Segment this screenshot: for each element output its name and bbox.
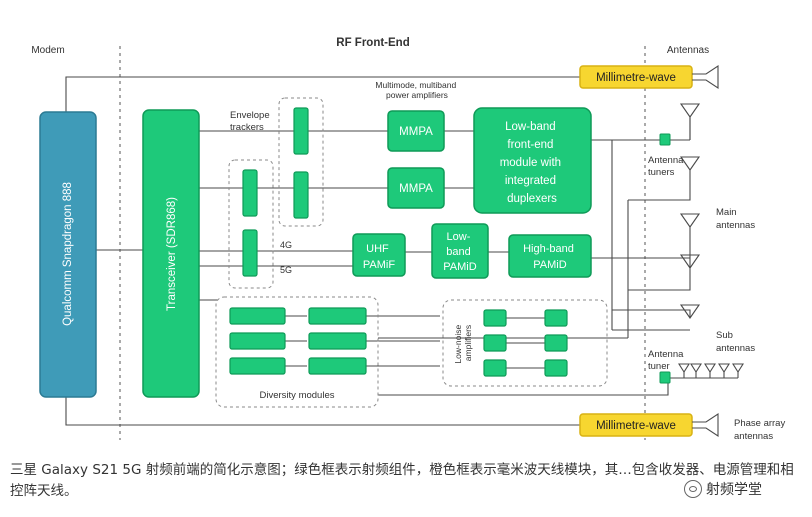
diversity-module-group: [215, 296, 379, 408]
antenna-array-icon-2: [690, 363, 702, 374]
uhf-pamif: [352, 233, 406, 277]
antenna-icons: [678, 103, 744, 374]
horn-antenna-top-icon: [692, 64, 719, 90]
mmpa-top-label: MMPA: [399, 126, 433, 138]
mmpa-top: [387, 110, 445, 152]
watermark: 射频学堂: [684, 478, 802, 500]
modem-chip: [39, 111, 97, 398]
watermark-text: 射频学堂: [706, 482, 762, 498]
main-antennas-label: Main antennas: [716, 207, 755, 231]
multimode-pa-label: Multimode, multiband power amplifiers: [375, 80, 458, 100]
dashed-groups: [215, 97, 608, 408]
envelope-tracker-3: [242, 169, 258, 217]
diversity-modules-label: Diversity modules: [260, 390, 335, 401]
antenna-icon-4: [679, 254, 701, 269]
diversity-module-chips: [229, 307, 367, 375]
antenna-array-icon-3: [704, 363, 716, 374]
mmwave-top-label: Millimetre-wave: [596, 72, 676, 84]
uhf-pamif-label: UHF PAMiF: [363, 243, 395, 271]
mmpa-bottom-label: MMPA: [399, 183, 433, 195]
phase-array-label: Phase array antennas: [734, 418, 788, 442]
antenna-array-icon-5: [732, 363, 744, 374]
antenna-icon-2: [679, 156, 701, 171]
envelope-tracker-group-b: [228, 159, 274, 289]
figure-caption: 三星 Galaxy S21 5G 射频前端的简化示意图；绿色框表示射频组件，橙色…: [10, 462, 794, 499]
transceiver-chip: [142, 109, 200, 398]
highband-pamid-label: High-band PAMiD: [523, 243, 577, 271]
antenna-icon-1: [679, 103, 701, 140]
lna-label: Low-noise amplifiers: [453, 322, 473, 363]
rf-front-end-title: RF Front-End: [336, 37, 409, 49]
lowband-fem: [473, 107, 592, 214]
antenna-tuner-label: Antenna tuner: [648, 349, 686, 372]
horn-antenna-icons: [692, 64, 719, 438]
antenna-icon-3: [679, 213, 701, 228]
band-4g-label: 4G: [280, 240, 292, 250]
mmwave-module-bottom: [579, 413, 693, 437]
envelope-trackers: [242, 107, 309, 277]
modem-section-title: Modem: [31, 45, 64, 56]
mmpa-bottom: [387, 167, 445, 209]
band-5g-label: 5G: [280, 265, 292, 275]
rf-front-end-diagram: Modem RF Front-End Antennas: [31, 37, 788, 442]
lowband-fem-label: Low-band front-end module with integrate…: [500, 121, 565, 205]
antenna-array-icon-1: [678, 363, 690, 374]
lowband-pamid: [431, 223, 489, 279]
envelope-tracker-1: [293, 107, 309, 155]
sub-antennas-label: Sub antennas: [716, 330, 755, 354]
highband-pamid: [508, 234, 592, 278]
lowband-pamid-label: Low- band PAMiD: [443, 231, 476, 273]
envelope-tracker-4: [242, 229, 258, 277]
envelope-tracker-2: [293, 171, 309, 219]
lna-chips: [483, 309, 568, 377]
antenna-tuner-chip-2: [659, 371, 671, 384]
horn-antenna-bottom-icon: [692, 412, 719, 438]
envelope-trackers-label: Envelope trackers: [230, 110, 272, 133]
transceiver-label: Transceiver (SDR868): [166, 197, 178, 311]
mmwave-bottom-label: Millimetre-wave: [596, 420, 676, 432]
antenna-tuners-label: Antenna tuners: [648, 155, 686, 178]
mmwave-module-top: [579, 65, 693, 89]
antenna-tuner-chip-1: [659, 133, 671, 146]
antennas-section-title: Antennas: [667, 45, 709, 56]
antenna-array-icon-4: [718, 363, 730, 374]
envelope-tracker-group-a: [278, 97, 324, 227]
modem-chip-label: Qualcomm Snapdragon 888: [62, 182, 74, 326]
lna-group: [442, 299, 608, 387]
antenna-icon-5: [679, 304, 701, 319]
wechat-icon: [684, 480, 702, 498]
